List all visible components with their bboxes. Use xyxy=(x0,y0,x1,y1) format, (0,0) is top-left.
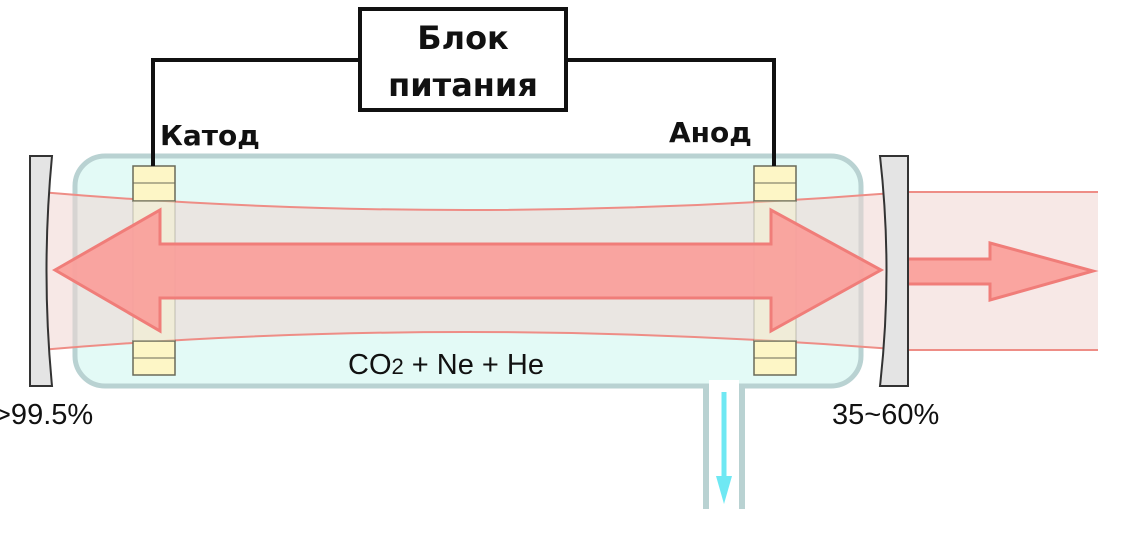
cathode-wire xyxy=(151,58,360,166)
gas-formula-co: CO xyxy=(348,349,392,381)
rear-mirror xyxy=(29,155,54,387)
oscillation-double-arrow xyxy=(51,207,885,334)
anode-wire xyxy=(566,58,776,166)
anode-label: Анод xyxy=(669,116,752,149)
gas-formula-rest: + Ne + He xyxy=(404,349,544,381)
output-mirror xyxy=(878,155,909,387)
cathode-label: Катод xyxy=(160,119,260,152)
rear-mirror-reflectivity: >99.5% xyxy=(0,399,93,431)
power-supply-box xyxy=(358,7,568,112)
power-supply-label-line2: питания xyxy=(388,66,538,104)
gas-formula-subscript: 2 xyxy=(392,354,404,379)
gas-flow-arrow xyxy=(716,392,732,504)
output-mirror-reflectivity: 35~60% xyxy=(832,399,939,431)
gas-mixture-label: CO2 + Ne + He xyxy=(348,349,544,381)
output-beam-arrow xyxy=(891,241,1099,302)
power-supply-label-line1: Блок xyxy=(417,19,509,57)
